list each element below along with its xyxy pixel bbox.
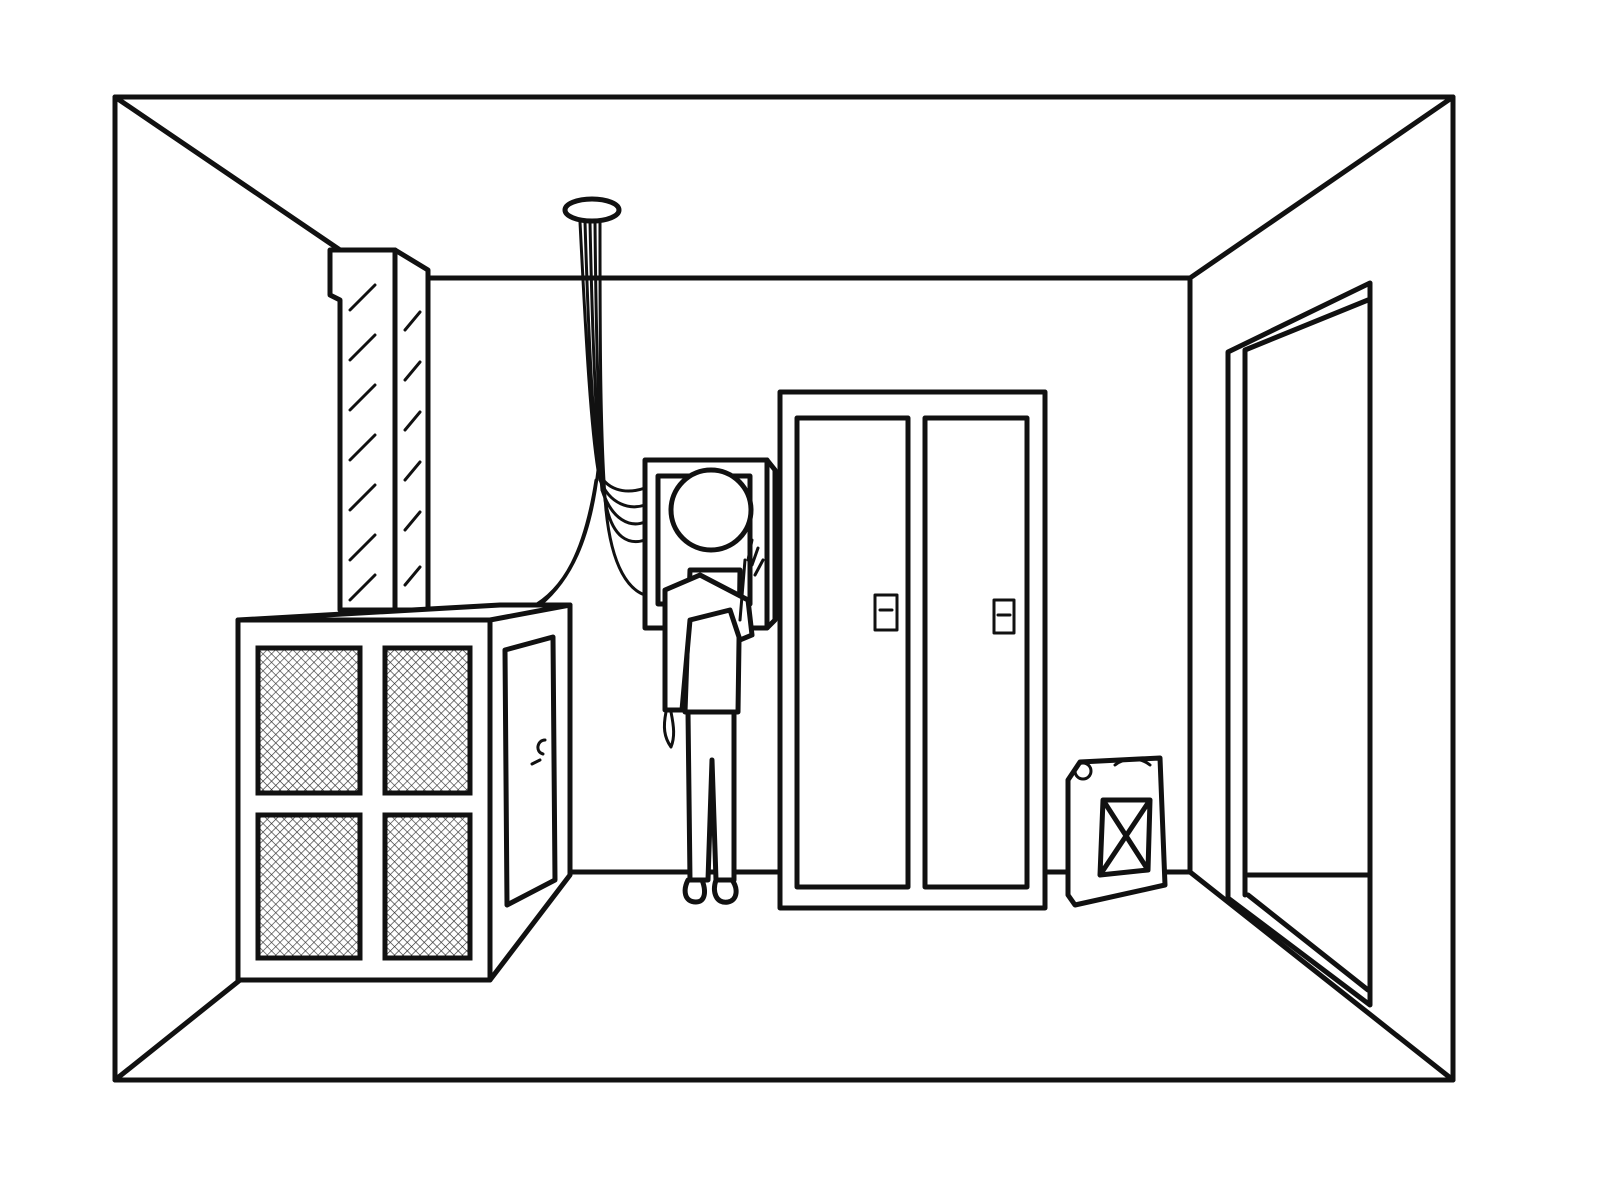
person-shoes bbox=[682, 877, 739, 905]
wires bbox=[578, 220, 608, 512]
lockers[interactable] bbox=[777, 389, 1048, 911]
jerrycan-emblem-icon bbox=[1097, 797, 1153, 878]
cabinet-side-door[interactable] bbox=[502, 634, 558, 908]
cabinet-pane bbox=[382, 645, 473, 796]
ceiling-fixture[interactable] bbox=[528, 196, 647, 610]
cabinet-pane bbox=[255, 645, 363, 796]
duct[interactable] bbox=[327, 247, 431, 613]
cabinet-pane bbox=[382, 812, 473, 961]
jerrycan[interactable] bbox=[1065, 755, 1168, 908]
locker-handle-icon[interactable] bbox=[873, 593, 899, 632]
cabinet-pane bbox=[255, 812, 363, 961]
locker-door-left[interactable] bbox=[794, 415, 911, 890]
cabinet-door-handle-icon[interactable] bbox=[530, 738, 547, 766]
person-arm bbox=[662, 572, 755, 713]
locker-door-right[interactable] bbox=[922, 415, 1030, 890]
doorway[interactable] bbox=[1225, 280, 1373, 1008]
locker-handle-icon[interactable] bbox=[992, 598, 1016, 635]
wires-to-panel bbox=[528, 468, 647, 610]
person[interactable] bbox=[662, 467, 765, 905]
outer-frame bbox=[112, 94, 1456, 1083]
person-head bbox=[668, 467, 754, 553]
person-legs bbox=[685, 709, 737, 883]
cabinet[interactable] bbox=[235, 602, 573, 983]
